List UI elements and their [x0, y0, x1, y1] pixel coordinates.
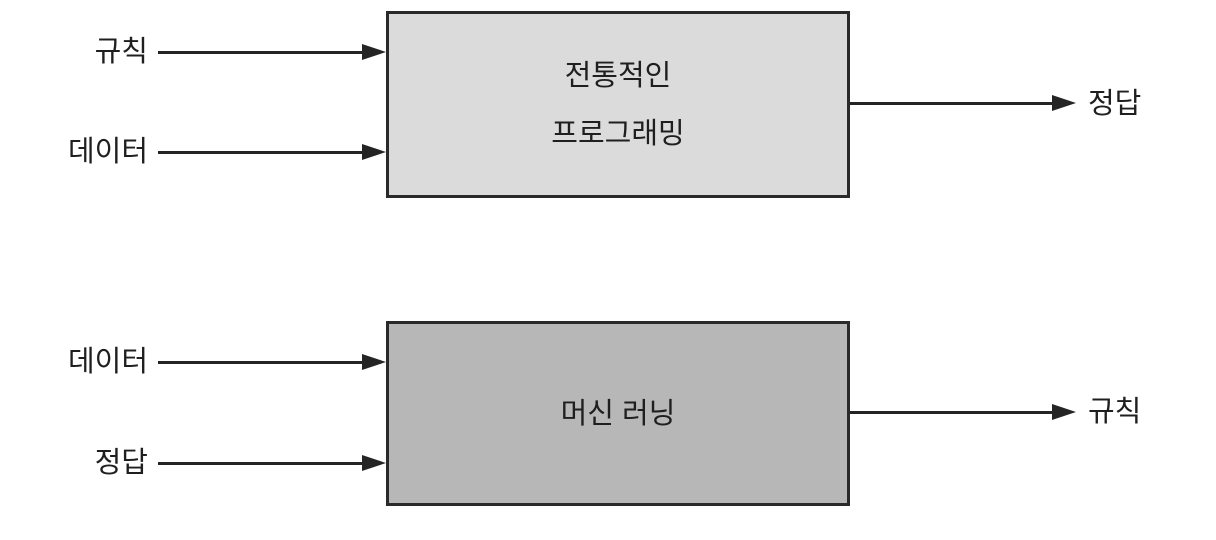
top-input-label-data: 데이터 [67, 136, 148, 168]
arrow-shaft [158, 150, 368, 154]
arrow-shaft [850, 410, 1058, 414]
box-label-line: 프로그래밍 [551, 117, 685, 150]
arrowhead-right-icon [362, 144, 386, 160]
arrowhead-right-icon [1052, 404, 1076, 420]
arrowhead-right-icon [362, 354, 386, 370]
traditional-programming-box: 전통적인 프로그래밍 [386, 11, 850, 198]
arrow-shaft [158, 461, 368, 465]
arrowhead-right-icon [1052, 95, 1076, 111]
bottom-input-label-data: 데이터 [67, 346, 148, 378]
machine-learning-box: 머신 러닝 [386, 321, 850, 506]
top-output-label-answers: 정답 [1088, 88, 1142, 120]
bottom-input-arrow-data [158, 353, 386, 371]
bottom-input-label-answers: 정답 [94, 447, 148, 479]
bottom-output-label-rules: 규칙 [1088, 396, 1142, 428]
bottom-output-arrow [850, 403, 1076, 421]
arrow-shaft [158, 50, 368, 54]
arrowhead-right-icon [362, 455, 386, 471]
arrowhead-right-icon [362, 44, 386, 60]
bottom-input-arrow-answers [158, 454, 386, 472]
top-output-arrow [850, 94, 1076, 112]
top-input-arrow-data [158, 143, 386, 161]
top-input-arrow-rules [158, 43, 386, 61]
arrow-shaft [850, 101, 1058, 105]
top-input-label-rules: 규칙 [94, 36, 148, 68]
box-label-line: 전통적인 [564, 59, 672, 92]
arrow-shaft [158, 360, 368, 364]
box-label-line: 머신 러닝 [560, 397, 676, 430]
